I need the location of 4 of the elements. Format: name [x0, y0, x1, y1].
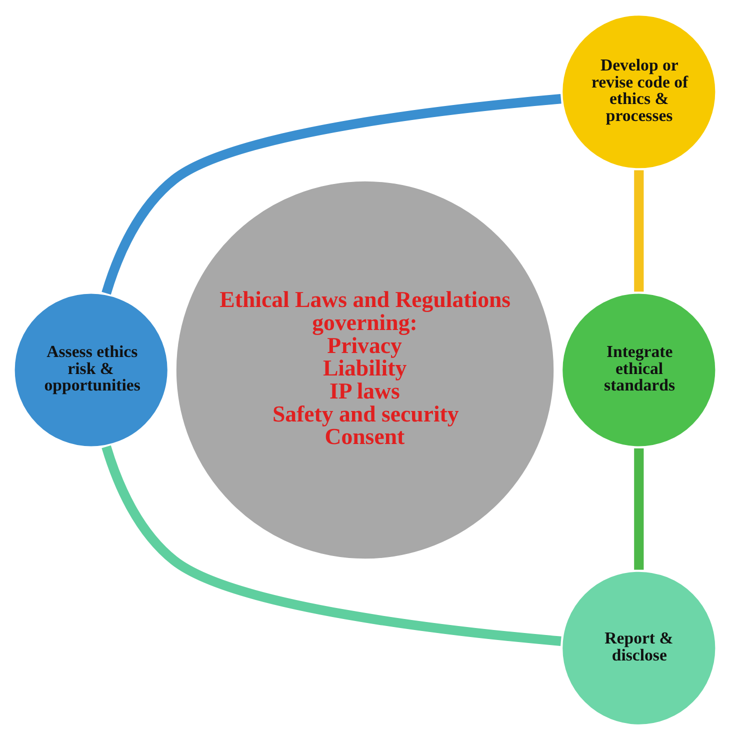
connector — [102, 94, 562, 295]
connector — [634, 448, 644, 570]
connector — [634, 170, 644, 292]
connector — [102, 445, 562, 646]
